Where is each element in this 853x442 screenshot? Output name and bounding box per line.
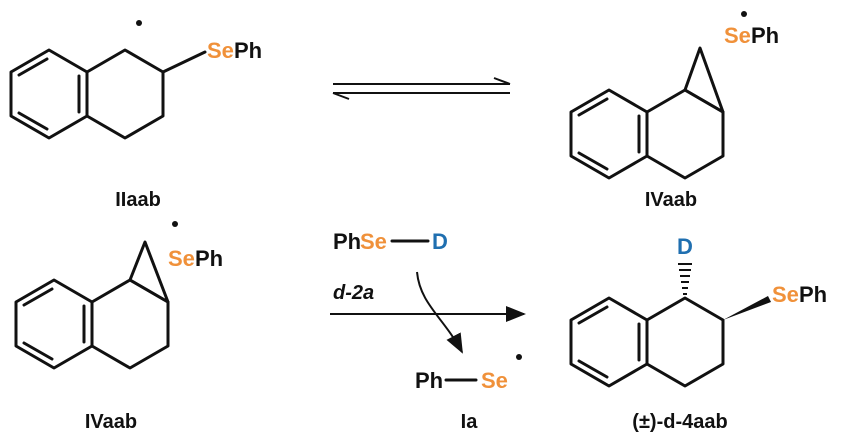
- label-IIaab: IIaab: [115, 189, 161, 211]
- tetralin-ring: [645, 88, 725, 180]
- reagent-ph: Ph: [333, 229, 361, 254]
- reagent-d: D: [432, 229, 448, 254]
- radical-dot: [741, 11, 747, 17]
- benzene-ring: [14, 278, 94, 370]
- ph-group: Ph: [195, 246, 223, 271]
- label-product: (±)-d-4aab: [632, 411, 727, 433]
- molecule-product: D Se Ph: [569, 234, 827, 388]
- molecule-IVaab-bottom: Se Ph: [14, 221, 223, 370]
- se-atom: Se: [724, 23, 751, 48]
- molecule-IIaab: Se Ph: [9, 20, 262, 140]
- radical-dot: [136, 20, 142, 26]
- reagent-se: Se: [360, 229, 387, 254]
- benzene-ring: [9, 48, 89, 140]
- radical-dot: [516, 354, 522, 360]
- seleniranium-bonds: [128, 240, 170, 304]
- aromatic-inner-bonds: [22, 287, 86, 361]
- se-atom: Se: [207, 38, 234, 63]
- product-se: Se: [772, 282, 799, 307]
- hashed-wedge-bond: [678, 263, 692, 295]
- equilibrium-arrow: [332, 77, 511, 100]
- byproduct-ph: Ph: [415, 368, 443, 393]
- reagent-d-2a: Ph Se D: [333, 229, 448, 254]
- tetralin-ring: [85, 48, 165, 140]
- benzene-ring: [569, 296, 649, 388]
- tetralin-ring: [645, 296, 725, 388]
- seleniranium-bonds: [683, 46, 725, 114]
- benzene-ring: [569, 88, 649, 180]
- aromatic-inner-bonds: [577, 97, 641, 171]
- aromatic-inner-bonds: [577, 305, 641, 379]
- curved-arrow: [416, 271, 463, 354]
- se-atom: Se: [168, 246, 195, 271]
- label-Ia: Ia: [461, 411, 479, 433]
- molecule-IVaab-top: Se Ph: [569, 11, 779, 180]
- se-bond: [161, 50, 207, 74]
- solid-wedge-bond: [723, 296, 771, 320]
- label-IVaab-top: IVaab: [645, 189, 697, 211]
- ph-group: Ph: [751, 23, 779, 48]
- ph-group: Ph: [234, 38, 262, 63]
- radical-dot: [172, 221, 178, 227]
- product-d: D: [677, 234, 693, 259]
- label-IVaab-bottom: IVaab: [85, 411, 137, 433]
- reagent-name: d-2a: [333, 282, 374, 304]
- tetralin-ring: [90, 278, 170, 370]
- byproduct-se: Se: [481, 368, 508, 393]
- product-ph: Ph: [799, 282, 827, 307]
- byproduct-Ia: Ph Se: [415, 354, 522, 393]
- aromatic-inner-bonds: [17, 57, 81, 131]
